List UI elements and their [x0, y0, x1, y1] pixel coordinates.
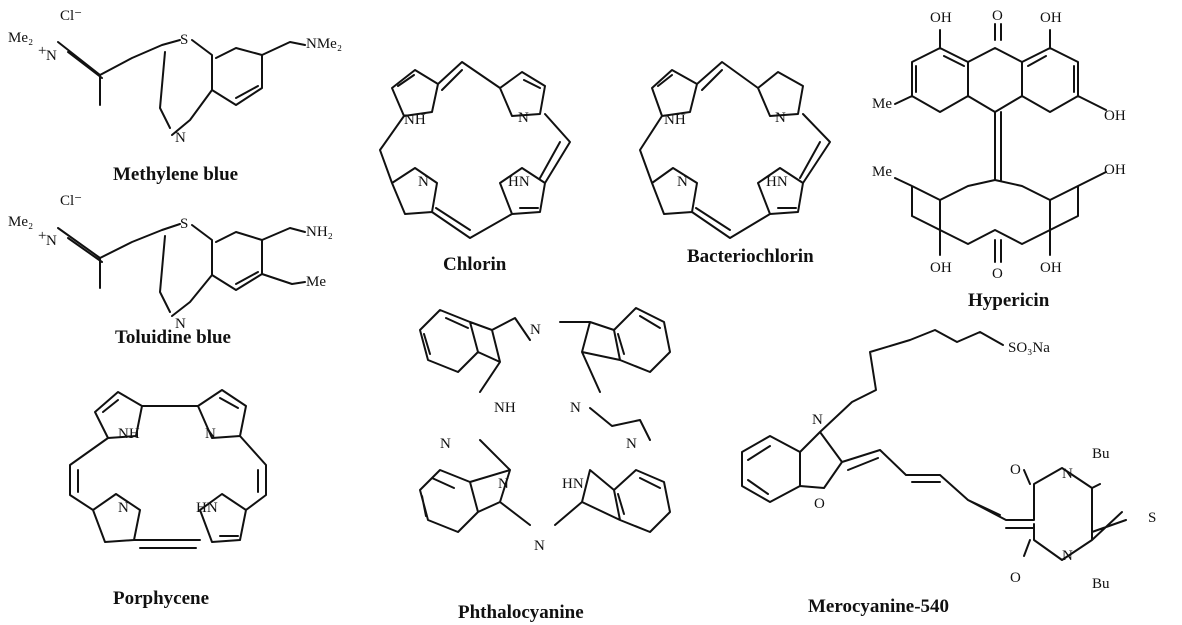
methylene-blue-label-s: S — [180, 32, 188, 48]
merocyanine-540-title: Merocyanine-540 — [808, 596, 949, 617]
methylene-blue-title: Methylene blue — [113, 164, 238, 185]
phthalocyanine-label-n-right: N — [626, 436, 637, 452]
merocyanine-label-o-benzoxazole: O — [814, 496, 825, 512]
merocyanine-label-n-bottom: N — [1062, 548, 1073, 564]
phthalocyanine-label-n-left-inner: N — [498, 476, 509, 492]
structure-bacteriochlorin: NH N N HN Bacteriochlorin — [639, 61, 831, 267]
toluidine-blue-label-cl: Cl⁻ — [60, 193, 82, 209]
porphycene-label-hn: HN — [196, 500, 218, 516]
porphycene-label-n-bottom: N — [118, 500, 129, 516]
bacteriochlorin-label-hn: HN — [766, 174, 788, 190]
hypericin-label-me-lower: Me — [872, 164, 892, 180]
hypericin-label-o-top: O — [992, 8, 1003, 24]
methylene-blue-label-plus: + — [38, 43, 46, 59]
toluidine-blue-label-nh2: NH₂ — [306, 224, 333, 240]
toluidine-blue-label-s: S — [180, 216, 188, 232]
toluidine-blue-label-me: Me — [306, 274, 326, 290]
merocyanine-label-o-bottom: O — [1010, 570, 1021, 586]
phthalocyanine-label-n-bottom: N — [534, 538, 545, 554]
merocyanine-label-bu-bottom: Bu — [1092, 576, 1110, 592]
methylene-blue-label-me2: Me₂ — [8, 30, 33, 46]
structure-porphycene: NH N N HN Porphycene — [69, 389, 267, 609]
structure-toluidine-blue: Me₂ Cl⁻ + N S N NH₂ Me Toluidine blue — [8, 193, 333, 348]
bacteriochlorin-label-n-bottom: N — [677, 174, 688, 190]
structure-merocyanine-540: SO₃Na N O O N Bu S N Bu O Merocyanine-54… — [741, 329, 1156, 617]
hypericin-label-o-bottom: O — [992, 266, 1003, 282]
hypericin-label-oh-lower-right: OH — [1104, 162, 1126, 178]
merocyanine-label-so3na: SO₃Na — [1008, 340, 1050, 356]
porphycene-label-n-top: N — [205, 426, 216, 442]
methylene-blue-label-n-plus: N — [46, 48, 57, 64]
hypericin-label-oh-bottom-left: OH — [930, 260, 952, 276]
merocyanine-label-bu-top: Bu — [1092, 446, 1110, 462]
structure-methylene-blue: Me₂ Cl⁻ + N S N NMe₂ Methylene blue — [8, 8, 342, 185]
porphycene-label-nh: NH — [118, 426, 140, 442]
structure-chlorin: NH N N HN Chlorin — [379, 61, 571, 275]
porphycene-title: Porphycene — [113, 588, 209, 609]
structure-hypericin: OH O OH Me OH Me OH OH O OH Hypericin — [872, 8, 1126, 311]
hypericin-title: Hypericin — [968, 290, 1050, 311]
toluidine-blue-label-plus: + — [38, 228, 46, 244]
toluidine-blue-label-me2: Me₂ — [8, 214, 33, 230]
hypericin-label-me-upper: Me — [872, 96, 892, 112]
phthalocyanine-label-n-right-inner: N — [570, 400, 581, 416]
phthalocyanine-label-hn: HN — [562, 476, 584, 492]
methylene-blue-label-nme2: NMe₂ — [306, 36, 342, 52]
phthalocyanine-label-n-left: N — [440, 436, 451, 452]
hypericin-label-oh-upper-right: OH — [1104, 108, 1126, 124]
bacteriochlorin-label-nh: NH — [664, 112, 686, 128]
toluidine-blue-label-n-plus: N — [46, 233, 57, 249]
chlorin-label-n-bottom: N — [418, 174, 429, 190]
structure-phthalocyanine: N NH N N N N HN N Phthalocyanine — [419, 307, 671, 623]
merocyanine-label-o-top: O — [1010, 462, 1021, 478]
chlorin-title: Chlorin — [443, 254, 507, 275]
merocyanine-label-s: S — [1148, 510, 1156, 526]
merocyanine-label-n-top: N — [1062, 466, 1073, 482]
toluidine-blue-label-n-ring: N — [175, 316, 186, 332]
methylene-blue-label-n-ring: N — [175, 130, 186, 146]
bacteriochlorin-label-n-top: N — [775, 110, 786, 126]
hypericin-label-oh-top-left: OH — [930, 10, 952, 26]
chlorin-label-nh: NH — [404, 112, 426, 128]
chlorin-label-hn: HN — [508, 174, 530, 190]
chlorin-label-n-top: N — [518, 110, 529, 126]
toluidine-blue-title: Toluidine blue — [115, 327, 231, 348]
bacteriochlorin-title: Bacteriochlorin — [687, 246, 814, 267]
phthalocyanine-label-n-top: N — [530, 322, 541, 338]
methylene-blue-label-cl: Cl⁻ — [60, 8, 82, 24]
merocyanine-label-n-benzoxazole: N — [812, 412, 823, 428]
phthalocyanine-title: Phthalocyanine — [458, 602, 584, 623]
hypericin-label-oh-bottom-right: OH — [1040, 260, 1062, 276]
phthalocyanine-label-nh: NH — [494, 400, 516, 416]
hypericin-label-oh-top-right: OH — [1040, 10, 1062, 26]
